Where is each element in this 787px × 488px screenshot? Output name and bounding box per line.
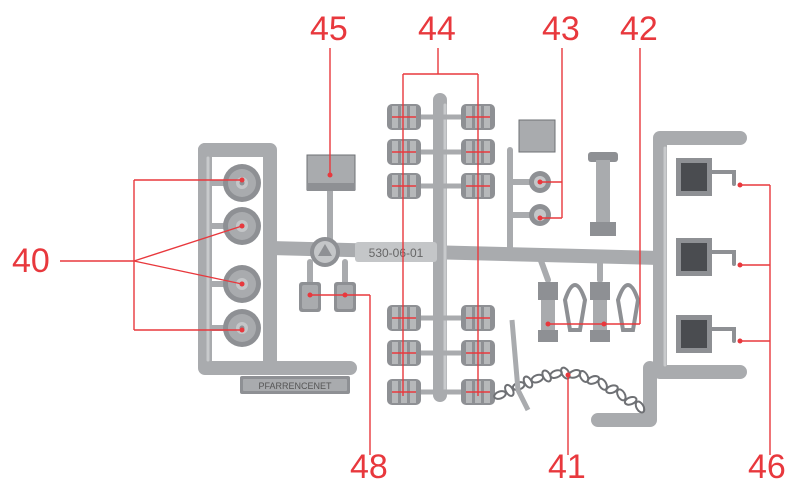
nameplate-text: PFARRENCENET bbox=[258, 381, 332, 391]
bracket-parts bbox=[676, 158, 736, 353]
chain-link bbox=[634, 400, 646, 414]
chain-link bbox=[586, 375, 601, 385]
canister-parts bbox=[299, 282, 356, 312]
callout-48: 48 bbox=[350, 448, 388, 486]
callout-44: 44 bbox=[418, 10, 456, 48]
sprue-code: 530-06-01 bbox=[369, 246, 424, 260]
callout-42: 42 bbox=[620, 10, 658, 48]
chain-link bbox=[623, 395, 638, 406]
leader-lines bbox=[60, 48, 771, 455]
leader-dots bbox=[239, 172, 743, 378]
lamp-parts bbox=[518, 119, 556, 226]
plate-part bbox=[306, 154, 356, 191]
chain-link bbox=[605, 384, 619, 395]
callout-43: 43 bbox=[542, 10, 580, 48]
nameplate: PFARRENCENET bbox=[240, 376, 350, 394]
chain-link bbox=[616, 388, 627, 402]
wheel-part bbox=[223, 164, 261, 202]
chain-hook bbox=[509, 319, 531, 412]
wheel-parts bbox=[223, 164, 261, 347]
callout-40: 40 bbox=[12, 242, 50, 280]
sprue-logo: 530-06-01 bbox=[310, 237, 437, 267]
callout-45: 45 bbox=[310, 10, 348, 48]
chimney-part bbox=[588, 152, 618, 236]
callout-46: 46 bbox=[748, 448, 786, 486]
callout-41: 41 bbox=[548, 448, 586, 486]
lantern-parts bbox=[538, 282, 641, 342]
